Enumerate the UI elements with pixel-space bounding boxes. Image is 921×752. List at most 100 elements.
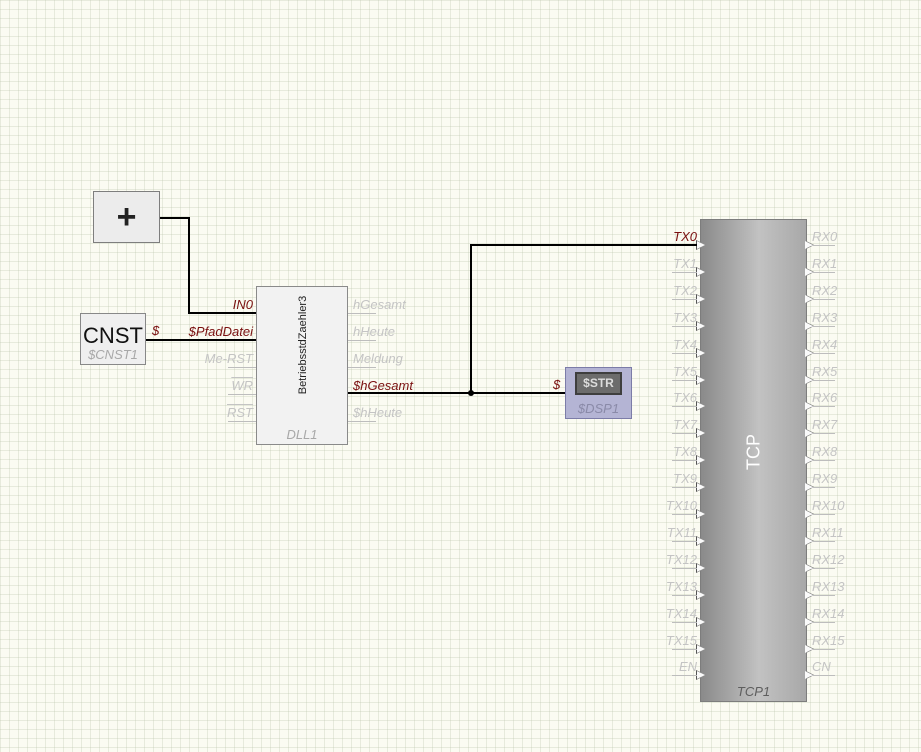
dll-input-pin[interactable] [228,367,256,368]
tcp-input-pin[interactable] [696,428,706,438]
dll-block[interactable]: BetriebsstdZaehler3 DLL1 [256,286,348,445]
tcp-input-label: TX9 [673,471,697,486]
plus-icon: + [116,197,137,236]
tcp-input-label: TX6 [673,390,697,405]
tcp-output-pin-line [807,380,835,381]
constant-name: $CNST1 [88,347,138,362]
constant-block[interactable]: CNST $CNST1 [80,313,146,365]
tcp-input-label: TX13 [665,579,697,594]
tcp-input-pin-line [672,380,700,381]
tcp-output-label: RX9 [812,471,838,486]
dll-output-label: Meldung [353,351,403,366]
dll-output-pin[interactable] [348,313,376,314]
tcp-output-pin[interactable] [804,240,814,250]
tcp-output-pin[interactable] [804,375,814,385]
tcp-input-label: TX0 [673,229,697,244]
tcp-input-pin-line [672,675,700,676]
tcp-input-pin-line [672,595,700,596]
tcp-input-pin[interactable] [696,294,706,304]
tcp-input-pin[interactable] [696,563,706,573]
tcp-input-pin[interactable] [696,670,706,680]
dll-input-label: Me-RST [204,351,253,366]
tcp-output-pin-line [807,299,835,300]
tcp-input-pin-line [672,514,700,515]
tcp-output-label: RX3 [812,310,838,325]
dll-output-label: $hGesamt [353,378,413,393]
tcp-input-pin-line [672,326,700,327]
tcp-output-pin-line [807,326,835,327]
dll-input-label: IN0 [232,297,253,312]
tcp-input-pin[interactable] [696,644,706,654]
tcp-output-pin[interactable] [804,267,814,277]
tcp-input-pin[interactable] [696,267,706,277]
tcp-output-pin-line [807,272,835,273]
tcp-output-pin[interactable] [804,401,814,411]
dll-input-pin[interactable] [228,394,256,395]
tcp-output-pin[interactable] [804,455,814,465]
tcp-input-pin[interactable] [696,401,706,411]
tcp-output-pin[interactable] [804,321,814,331]
tcp-block[interactable]: TCP TCP1 [700,219,807,702]
display-value: $STR [575,372,622,395]
tcp-input-label: TX11 [666,525,697,540]
tcp-output-pin[interactable] [804,617,814,627]
tcp-output-pin[interactable] [804,644,814,654]
dll-output-pin[interactable] [348,367,376,368]
tcp-input-pin-line [672,353,700,354]
tcp-input-label: TX15 [665,633,697,648]
tcp-input-pin-line [672,568,700,569]
tcp-input-pin[interactable] [696,617,706,627]
tcp-input-pin[interactable] [696,482,706,492]
dll-output-pin[interactable] [348,340,376,341]
wire-junction [468,390,474,396]
tcp-input-pin[interactable] [696,348,706,358]
tcp-input-pin-line [672,622,700,623]
tcp-output-label: RX0 [812,229,838,244]
tcp-input-label: TX10 [665,498,697,513]
tcp-output-label: RX15 [812,633,845,648]
tcp-input-pin[interactable] [696,590,706,600]
tcp-input-pin-line [672,460,700,461]
tcp-output-pin-line [807,460,835,461]
dll-output-pin[interactable] [348,421,376,422]
tcp-output-pin[interactable] [804,348,814,358]
tcp-output-label: CN [812,659,831,674]
tcp-output-label: RX11 [812,525,844,540]
dll-input-pin[interactable] [228,421,256,422]
tcp-output-pin[interactable] [804,482,814,492]
tcp-output-pin[interactable] [804,294,814,304]
tcp-input-label: TX4 [673,337,697,352]
tcp-input-pin-line [672,272,700,273]
tcp-output-pin[interactable] [804,563,814,573]
wire-junction-to-tx0 [470,244,700,393]
tcp-input-label: TX1 [673,256,697,271]
tcp-output-pin-line [807,245,835,246]
dll-input-label: $PfadDatei [188,324,253,339]
display-name: $DSP1 [577,401,620,416]
tcp-input-label: TX3 [673,310,697,325]
display-block[interactable]: $STR $DSP1 [565,367,632,419]
plus-block[interactable]: + [93,191,160,243]
tcp-output-pin[interactable] [804,428,814,438]
tcp-output-label: RX14 [812,606,845,621]
tcp-input-pin[interactable] [696,240,706,250]
tcp-output-pin-line [807,353,835,354]
tcp-output-pin[interactable] [804,590,814,600]
tcp-output-label: RX7 [812,417,838,432]
tcp-output-pin-line [807,675,835,676]
tcp-input-pin[interactable] [696,321,706,331]
dll-output-label: hHeute [353,324,395,339]
constant-output-label: $ [152,323,160,338]
tcp-output-pin[interactable] [804,509,814,519]
dll-output-label: $hHeute [353,405,403,420]
tcp-input-pin[interactable] [696,375,706,385]
tcp-output-pin[interactable] [804,536,814,546]
tcp-output-pin[interactable] [804,670,814,680]
tcp-input-pin[interactable] [696,536,706,546]
tcp-output-label: RX1 [812,256,838,271]
tcp-output-label: RX10 [812,498,845,513]
tcp-input-pin-line [672,299,700,300]
tcp-input-pin[interactable] [696,509,706,519]
tcp-input-pin[interactable] [696,455,706,465]
